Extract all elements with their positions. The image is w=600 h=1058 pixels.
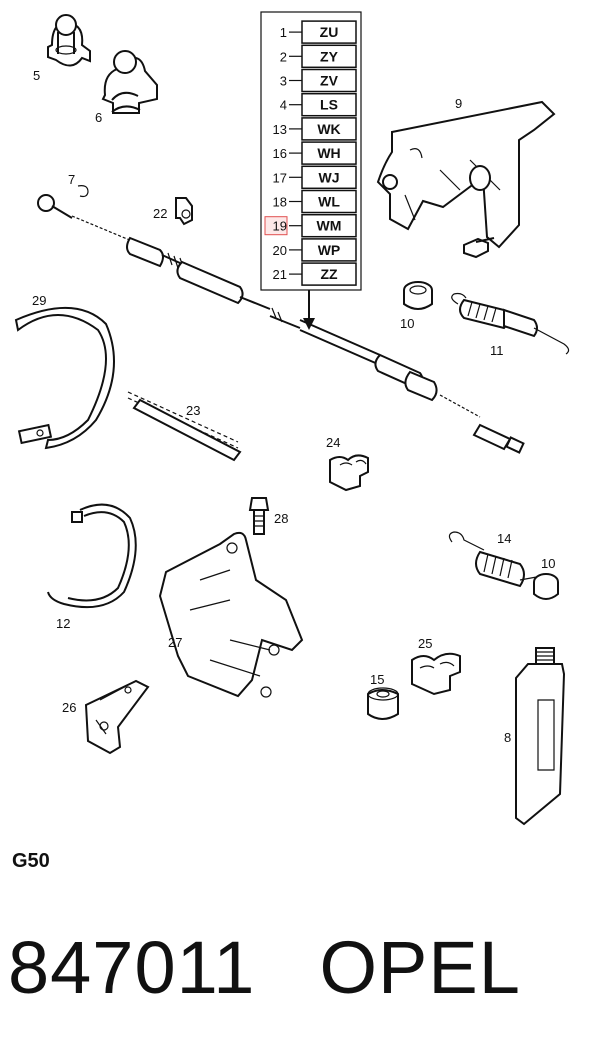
callout-28: 28 — [274, 511, 288, 526]
return-spring-11 — [451, 292, 570, 355]
variant-row: 3 ZV — [280, 68, 357, 93]
callout-24: 24 — [326, 435, 340, 450]
variant-code: WP — [318, 242, 341, 258]
callout-6: 6 — [95, 110, 102, 125]
variant-number: 20 — [273, 243, 287, 258]
clip-part-6 — [101, 50, 158, 114]
brand-name: OPEL — [319, 926, 521, 1009]
callout-23: 23 — [186, 403, 200, 418]
callout-14: 14 — [497, 531, 511, 546]
callout-10-top: 10 — [400, 316, 414, 331]
variant-code: WH — [317, 145, 340, 161]
bushing-part-10-top — [403, 281, 433, 310]
part-number: 847011 — [8, 926, 256, 1009]
callout-25: 25 — [418, 636, 432, 651]
variant-number: 16 — [273, 146, 287, 161]
callout-22: 22 — [153, 206, 167, 221]
callout-27: 27 — [168, 635, 182, 650]
variant-row: 20 WP — [273, 238, 357, 262]
variant-number: 1 — [280, 25, 287, 40]
callout-15: 15 — [370, 672, 384, 687]
variant-row: 19 WM — [264, 213, 357, 238]
callout-5: 5 — [33, 68, 40, 83]
variant-number: 3 — [280, 74, 287, 89]
variant-row: 2 ZY — [280, 44, 357, 69]
pedal-bracket-9 — [376, 100, 556, 259]
mounting-bracket-26 — [84, 679, 150, 755]
band-strap-29 — [14, 306, 115, 450]
callout-8: 8 — [504, 730, 511, 745]
variant-number: 21 — [273, 267, 287, 282]
bushing-part-10-lower — [533, 573, 559, 600]
variant-code: ZU — [320, 24, 339, 40]
variant-number: 2 — [280, 49, 287, 64]
clip-part-5 — [47, 14, 91, 67]
variant-number: 4 — [280, 98, 287, 113]
variant-row: 21 ZZ — [273, 262, 357, 286]
band-clamp-12 — [47, 503, 137, 609]
clip-part-22 — [175, 197, 193, 226]
variant-row: 17 WJ — [273, 165, 357, 190]
gear-cable — [37, 194, 525, 454]
variant-code: WK — [317, 121, 340, 137]
variant-code: WL — [318, 194, 340, 210]
support-bracket-27 — [158, 531, 304, 698]
seal-strip-23 — [127, 391, 242, 462]
callout-12: 12 — [56, 616, 70, 631]
spring-14 — [448, 531, 543, 588]
callout-7: 7 — [68, 172, 75, 187]
grommet-15 — [367, 687, 399, 720]
callout-11: 11 — [490, 343, 504, 358]
variant-row: 1 ZU — [280, 20, 357, 44]
variant-code: ZZ — [320, 266, 338, 282]
bolt-28 — [248, 497, 270, 535]
clip-part-24 — [329, 454, 369, 492]
parts-diagram: 1 ZU 2 ZY 3 ZV 4 LS 13 WK 16 WH 17 WJ 18 WL 19 WM 20 WP 21 ZZ… — [14, 11, 570, 826]
variant-code: LS — [320, 97, 338, 113]
variant-code: WM — [317, 218, 342, 234]
variant-row: 4 LS — [280, 92, 357, 117]
clip-part-25 — [411, 652, 461, 696]
variant-code: WJ — [319, 169, 340, 185]
callout-9: 9 — [455, 96, 462, 111]
footer: 847011 OPEL — [8, 925, 521, 1010]
variant-number: 13 — [273, 122, 287, 137]
variant-row: 16 WH — [273, 141, 357, 165]
variant-row: 18 WL — [273, 189, 357, 214]
variant-number: 17 — [273, 170, 287, 185]
variant-highlight — [264, 216, 288, 236]
variant-row: 13 WK — [273, 117, 357, 141]
diagram-code: G50 — [12, 850, 50, 872]
retaining-clip-7 — [77, 185, 89, 198]
variant-code: ZV — [320, 73, 339, 89]
variant-number: 19 — [273, 219, 287, 234]
callout-10-lower: 10 — [541, 556, 555, 571]
variant-table: 1 ZU 2 ZY 3 ZV 4 LS 13 WK 16 WH 17 WJ 18 WL 19 WM 20 WP 21 ZZ — [260, 11, 362, 330]
variant-number: 18 — [273, 195, 287, 210]
variant-code: ZY — [320, 48, 339, 64]
grease-tube-8 — [515, 647, 566, 826]
callout-29: 29 — [32, 293, 46, 308]
callout-26: 26 — [62, 700, 76, 715]
